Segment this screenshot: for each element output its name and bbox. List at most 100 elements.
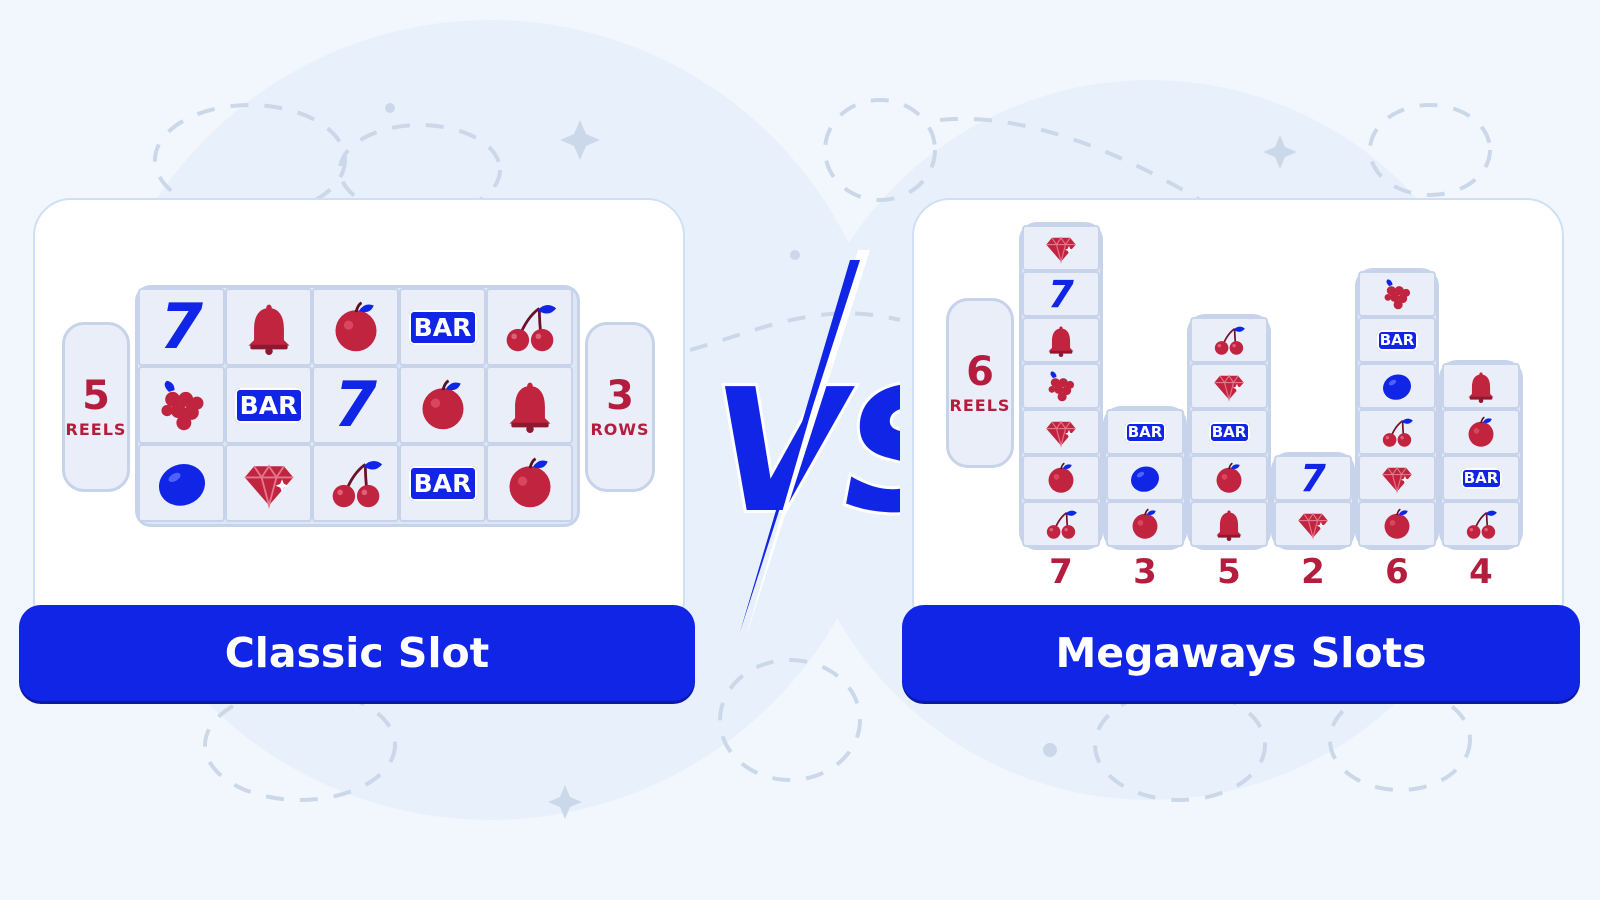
megaways-reel-cell: 7: [1022, 271, 1100, 317]
reel-row-count: 3: [1133, 552, 1157, 592]
grapes-icon: [154, 377, 210, 433]
reel-cell: [138, 366, 225, 444]
cherry-icon: [328, 455, 384, 511]
seven-symbol: 7: [333, 368, 378, 441]
lemon-icon: [154, 455, 210, 511]
reel-row-count: 7: [1049, 552, 1073, 592]
megaways-reel-cell: [1358, 271, 1436, 317]
megaways-reel-cell: [1190, 455, 1268, 501]
apple-icon: [1044, 461, 1078, 495]
reel-row-count: 5: [1217, 552, 1241, 592]
reel-cell: [486, 288, 573, 366]
diamond-icon: [1212, 369, 1246, 403]
megaways-reel-cell: [1442, 409, 1520, 455]
apple-icon: [415, 377, 471, 433]
cherry-icon: [1044, 507, 1078, 541]
apple-icon: [1380, 507, 1414, 541]
lemon-icon: [1380, 369, 1414, 403]
seven-symbol: 7: [1048, 272, 1074, 316]
megaways-reel-cell: [1022, 501, 1100, 547]
apple-icon: [328, 299, 384, 355]
megaways-reel-cell: [1274, 501, 1352, 547]
megaways-reel-cell: [1022, 455, 1100, 501]
megaways-reels-label: REELS: [949, 395, 1011, 415]
megaways-reel-cell: [1358, 363, 1436, 409]
rows-count-badge: 3 ROWS: [585, 322, 655, 492]
apple-icon: [1464, 415, 1498, 449]
reel-cell: [486, 366, 573, 444]
apple-icon: [502, 455, 558, 511]
reel-cell: 7: [138, 288, 225, 366]
rows-label: ROWS: [590, 419, 650, 439]
lightning-slash-icon: [740, 260, 860, 632]
reels-label: REELS: [65, 419, 127, 439]
cherry-icon: [1212, 323, 1246, 357]
vs-label: VS: [712, 353, 900, 551]
megaways-reel-cell: [1442, 501, 1520, 547]
megaways-reel-cell: [1022, 409, 1100, 455]
bar-symbol: BAR: [1208, 421, 1250, 443]
megaways-reel-cell: BAR: [1442, 455, 1520, 501]
megaways-reel-cell: [1358, 501, 1436, 547]
bar-symbol: BAR: [234, 387, 303, 423]
reel-cell: [312, 288, 399, 366]
megaways-reel-cell: [1022, 317, 1100, 363]
megaways-reel-cell: [1190, 317, 1268, 363]
megaways-slots-title: Megaways Slots: [902, 605, 1580, 701]
cherry-icon: [1380, 415, 1414, 449]
seven-symbol: 7: [1300, 456, 1326, 500]
rows-count: 3: [606, 372, 634, 419]
diamond-icon: [241, 455, 297, 511]
bar-symbol: BAR: [1124, 421, 1166, 443]
reels-count-badge: 5 REELS: [62, 322, 130, 492]
reel-cell: [138, 444, 225, 522]
classic-slot-title: Classic Slot: [19, 605, 695, 701]
megaways-reel-cell: [1190, 501, 1268, 547]
diamond-icon: [1380, 461, 1414, 495]
reel-cell: BAR: [399, 288, 486, 366]
megaways-reel-cell: [1358, 409, 1436, 455]
reel-row-count: 4: [1469, 552, 1493, 592]
diamond-icon: [1044, 415, 1078, 449]
bell-icon: [241, 299, 297, 355]
grapes-icon: [1380, 277, 1414, 311]
bar-symbol: BAR: [1460, 467, 1502, 489]
megaways-reel-cell: [1442, 363, 1520, 409]
megaways-reel-cell: [1358, 455, 1436, 501]
diamond-icon: [1044, 231, 1078, 265]
megaways-reels-count-badge: 6 REELS: [946, 298, 1014, 468]
reel-cell: BAR: [225, 366, 312, 444]
bell-icon: [1464, 369, 1498, 403]
versus-graphic: VS: [709, 250, 900, 640]
megaways-reel-cell: 7: [1274, 455, 1352, 501]
grapes-icon: [1044, 369, 1078, 403]
diamond-icon: [1296, 507, 1330, 541]
reel-row-count: 6: [1385, 552, 1409, 592]
reel-cell: [312, 444, 399, 522]
reel-cell: [225, 288, 312, 366]
cherry-icon: [1464, 507, 1498, 541]
reel-cell: [225, 444, 312, 522]
bar-symbol: BAR: [1376, 329, 1418, 351]
apple-icon: [1212, 461, 1246, 495]
reel-cell: 7: [312, 366, 399, 444]
reel-row-count: 2: [1301, 552, 1325, 592]
apple-icon: [1128, 507, 1162, 541]
reels-count: 5: [82, 372, 110, 419]
megaways-reel-cell: [1106, 455, 1184, 501]
bar-symbol: BAR: [408, 465, 477, 501]
megaways-reel-cell: [1190, 363, 1268, 409]
megaways-reel-cell: [1106, 501, 1184, 547]
megaways-reel-cell: BAR: [1190, 409, 1268, 455]
megaways-reel-cell: BAR: [1358, 317, 1436, 363]
bar-symbol: BAR: [408, 309, 477, 345]
cherry-icon: [502, 299, 558, 355]
bell-icon: [1044, 323, 1078, 357]
lemon-icon: [1128, 461, 1162, 495]
reel-cell: [399, 366, 486, 444]
megaways-reel-cell: [1022, 225, 1100, 271]
seven-symbol: 7: [159, 290, 204, 363]
reel-cell: BAR: [399, 444, 486, 522]
megaways-reel-cell: BAR: [1106, 409, 1184, 455]
bell-icon: [502, 377, 558, 433]
